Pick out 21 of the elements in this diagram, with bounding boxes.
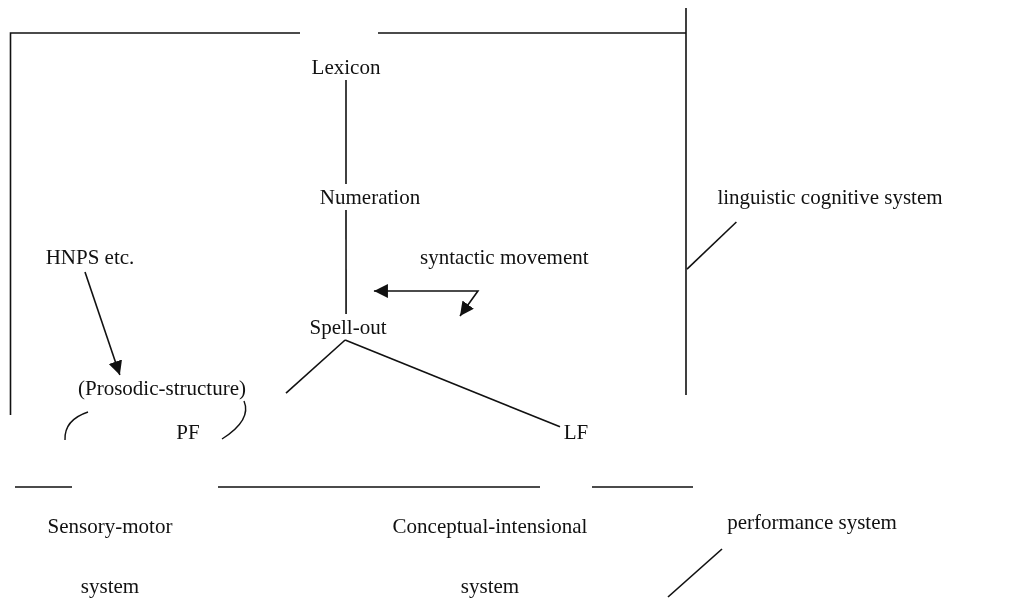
node-text: (Prosodic-structure): [38, 375, 286, 401]
arrow: [373, 284, 480, 317]
connector-line: [345, 209, 347, 315]
node-text: Spell-out: [300, 314, 396, 340]
node-text: performance system: [712, 509, 912, 549]
node-text: PF: [172, 419, 204, 445]
node-text: Sensory-motor system: [25, 496, 195, 596]
arrow: [84, 271, 122, 376]
node-text: linguistic cognitive system: [700, 184, 960, 210]
connector-line: [345, 79, 347, 185]
node-text: LF: [560, 419, 592, 445]
node-text: Conceptual-intensional system: [385, 496, 595, 596]
node-text: Lexicon: [306, 54, 386, 80]
connector-line: [344, 339, 561, 428]
connector-line: [285, 339, 346, 394]
node-text: Numeration: [310, 184, 430, 210]
frame-outline: [10, 8, 687, 416]
leader-line: [686, 221, 738, 270]
node-text: HNPS etc.: [40, 244, 140, 270]
edge-label: syntactic movement: [420, 244, 589, 270]
leader-line: [667, 548, 723, 598]
